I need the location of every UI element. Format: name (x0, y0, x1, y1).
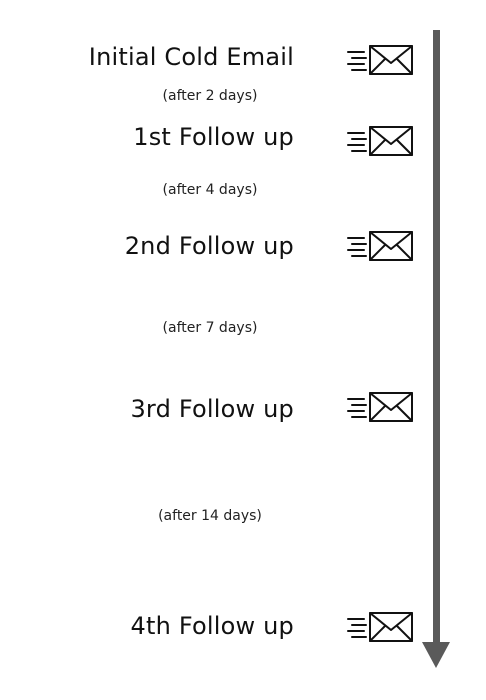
step-title-initial: Initial Cold Email (88, 43, 294, 71)
email-send-icon (347, 45, 413, 75)
step-title-3rd: 3rd Follow up (130, 395, 294, 423)
gap-label-4-days: (after 4 days) (162, 182, 258, 198)
gap-label-2-days: (after 2 days) (162, 88, 258, 104)
step-title-1st: 1st Follow up (133, 123, 294, 151)
gap-label-14-days: (after 14 days) (158, 508, 262, 524)
step-title-2nd: 2nd Follow up (124, 232, 294, 260)
email-send-icon (347, 392, 413, 422)
step-title-4th: 4th Follow up (130, 612, 294, 640)
timeline-arrow-icon (422, 30, 450, 668)
email-send-icon (347, 612, 413, 642)
gap-label-7-days: (after 7 days) (162, 320, 258, 336)
email-send-icon (347, 126, 413, 156)
email-send-icon (347, 231, 413, 261)
